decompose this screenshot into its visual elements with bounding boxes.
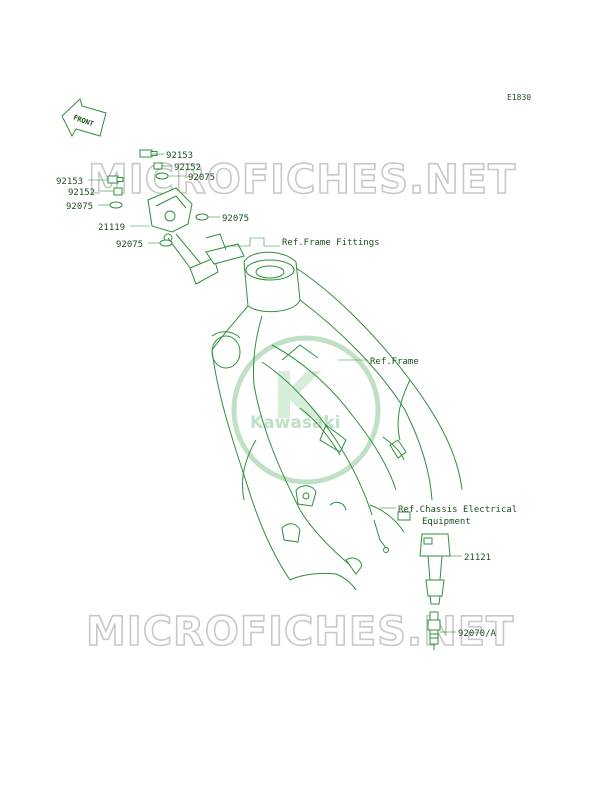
label-92153-upper: 92153 — [166, 151, 193, 161]
grommet-92075-left — [159, 239, 173, 247]
label-92070a: 92070/A — [458, 629, 497, 639]
frame-drawing — [211, 251, 463, 591]
bolt-92153-lower — [107, 175, 124, 184]
label-92153-lower: 92153 — [56, 177, 83, 187]
label-ref-frame-fittings: Ref.Frame Fittings — [282, 238, 380, 248]
grommet-92075-mid — [195, 213, 209, 221]
spark-plug-92070a — [427, 611, 441, 650]
watermark-top: MICROFICHES.NET — [88, 157, 516, 203]
label-92152-upper: 92152 — [174, 163, 201, 173]
logo-text: Kawasaki — [250, 413, 341, 433]
label-ref-frame: Ref.Frame — [370, 357, 419, 367]
label-92152-lower: 92152 — [68, 188, 95, 198]
label-92075-left: 92075 — [116, 240, 143, 250]
label-ref-chassis-electrical: Ref.Chassis Electrical — [398, 505, 517, 515]
label-21119: 21119 — [98, 223, 125, 233]
ignition-bracket-21119 — [147, 187, 245, 285]
grommet-92075-lower — [109, 201, 123, 209]
grommet-92075-upper — [155, 172, 169, 180]
front-arrow-icon: FRONT — [61, 98, 107, 138]
label-92075-mid: 92075 — [222, 214, 249, 224]
label-92075-lower: 92075 — [66, 202, 93, 212]
bolt-92153-upper — [139, 149, 158, 158]
ignition-coil-21121 — [369, 504, 451, 605]
collar-92152-upper — [153, 162, 163, 170]
label-ref-chassis-equipment: Equipment — [422, 517, 471, 527]
label-21121: 21121 — [464, 553, 491, 563]
diagram-code: E1830 — [507, 93, 531, 102]
leader-lines — [88, 153, 462, 633]
collar-92152-lower — [113, 187, 123, 196]
kawasaki-logo: K Kawasaki — [231, 335, 381, 485]
label-92075-upper: 92075 — [188, 173, 215, 183]
